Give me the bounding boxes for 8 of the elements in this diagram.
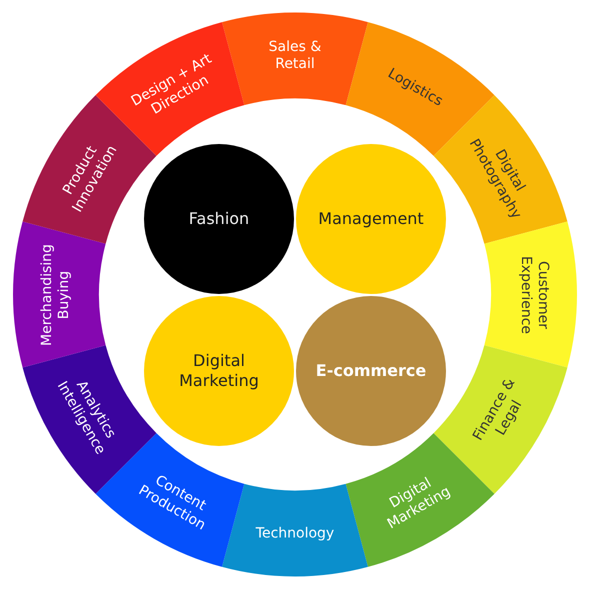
segment-label: Technology: [255, 525, 335, 542]
circle-label: Digital Marketing: [178, 350, 260, 390]
segment-label: Customer Experience: [517, 254, 551, 334]
circle-label: Management: [318, 208, 424, 228]
circle-label: Fashion: [188, 208, 250, 228]
segment-label: Sales & Retail: [268, 38, 322, 72]
circle-label: E-commerce: [315, 360, 427, 380]
segment-label: Merchandising Buying: [39, 243, 73, 346]
